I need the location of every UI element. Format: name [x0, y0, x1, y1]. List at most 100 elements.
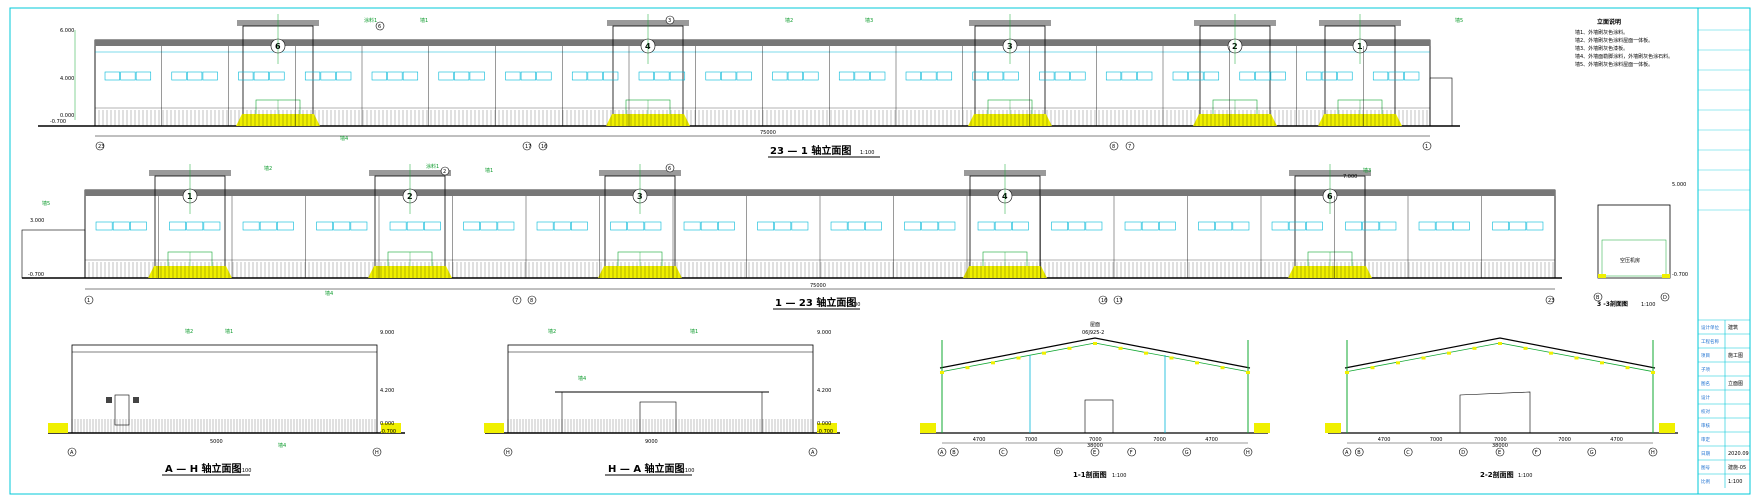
- v4-grid-right: [372, 447, 382, 457]
- v2-window: [1288, 221, 1306, 231]
- v4-elev-zero: 0.000: [380, 421, 394, 427]
- tb-row-value: 2020.09: [1728, 451, 1749, 457]
- v6-title: 1-1剖面图: [1073, 470, 1107, 479]
- v6-total-dim: 38000: [1087, 443, 1103, 449]
- v1-window: [438, 71, 454, 81]
- v2-mat-1: 涂料1: [426, 163, 439, 170]
- v1-elev-zero: 0.000: [60, 113, 74, 119]
- v1-window: [320, 71, 336, 81]
- v4-mat-1: 墙2: [185, 328, 193, 335]
- v2-window: [977, 221, 995, 231]
- v2-window: [95, 221, 113, 231]
- v6-purlin: [1195, 361, 1199, 365]
- tb-row-value: 建筑: [1728, 324, 1738, 331]
- v2-window: [536, 221, 554, 231]
- v1-grid-4: [1125, 141, 1135, 151]
- v2-window: [169, 221, 186, 231]
- v7-step-left: [1325, 423, 1341, 433]
- tb-row-label: 审核: [1701, 422, 1710, 429]
- v1-window: [921, 71, 937, 81]
- v2-piers: [84, 196, 1556, 278]
- v3-scale: 1:100: [1641, 302, 1655, 308]
- v1-window: [505, 71, 521, 81]
- v2-window: [700, 221, 718, 231]
- v1-entry-ramp: [236, 114, 320, 126]
- v1-window: [638, 71, 654, 81]
- v2-window: [1453, 221, 1470, 231]
- v4-plinth: [48, 419, 401, 433]
- note-2: 墙2、外墙刷灰色涂料屋面一体板。: [1575, 37, 1653, 44]
- v1-window: [1003, 71, 1019, 81]
- v6-step-right: [1254, 423, 1270, 433]
- v2-grid-3: [1098, 295, 1108, 305]
- v1-window: [870, 71, 886, 81]
- v1-window: [304, 71, 321, 81]
- v2-window: [1306, 221, 1323, 231]
- tb-row-value: 建施-05: [1728, 464, 1746, 471]
- v2-grid-4-label: 17: [1116, 298, 1122, 304]
- v3-grid-right-label: D: [1663, 295, 1667, 301]
- v2-grid-4: [1113, 295, 1123, 305]
- v5-grid-right: [808, 447, 818, 457]
- v7-title: 2-2剖面图: [1480, 470, 1514, 479]
- v1-window: [669, 71, 686, 81]
- v7-dim-1: 7000: [1430, 437, 1443, 443]
- v7-dim-4: 4700: [1610, 437, 1623, 443]
- v6-grid-7-label: H: [1246, 450, 1250, 456]
- v7-dim-2: 7000: [1494, 437, 1507, 443]
- v3-title: 3 -3剖面图: [1597, 300, 1628, 308]
- v1-window: [135, 71, 152, 81]
- v7-grid-5: [1532, 447, 1542, 457]
- v2-window: [1492, 221, 1509, 231]
- elevation-h-a: 9000 9.000 4.200 0.000 -0.700 墙2 墙1 墙4 H…: [484, 328, 840, 476]
- v1-window: [1054, 71, 1070, 81]
- v4-grid-left-label: A: [70, 450, 74, 456]
- v1-window: [536, 71, 552, 81]
- v2-window: [1124, 221, 1142, 231]
- tb-row-value: 1:100: [1728, 479, 1742, 485]
- tb-row-label: 日期: [1701, 451, 1710, 457]
- v1-grid-3-label: 8: [1112, 144, 1115, 150]
- v6-purlin: [1169, 356, 1174, 360]
- v2-window: [553, 221, 571, 231]
- tb-row-value: 施工图: [1728, 352, 1743, 359]
- v1-window: [238, 71, 254, 81]
- v2-window: [921, 221, 939, 231]
- v7-purlin: [1574, 356, 1579, 360]
- v4-base-step-left: [48, 423, 68, 433]
- v4-grid-right-label: H: [375, 450, 379, 456]
- v1-window: [772, 71, 788, 81]
- v3-elev-top: 5.000: [1672, 182, 1686, 188]
- v6-grid-1: [949, 447, 959, 457]
- v7-purlin: [1498, 342, 1502, 345]
- v1-window: [854, 71, 870, 81]
- tb-row-label: 设计: [1701, 394, 1710, 401]
- v1-window: [520, 71, 536, 81]
- v1-window: [1137, 71, 1153, 81]
- v2-window: [259, 221, 277, 231]
- v2-window: [186, 221, 204, 231]
- v2-grid-2: [527, 295, 537, 305]
- note-4: 墙4、外墙面勒脚涂料，外墙刷灰色涂石料。: [1575, 53, 1673, 60]
- v6-purlin: [965, 366, 970, 370]
- v1-window: [1404, 71, 1420, 81]
- v1-window: [936, 71, 953, 81]
- v1-scale: 1:100: [860, 150, 874, 156]
- v1-window: [1255, 71, 1271, 81]
- v1-window: [469, 71, 485, 81]
- v2-window: [389, 221, 407, 231]
- v2-callout-2: [665, 163, 675, 173]
- v6-dim-2: 7000: [1089, 437, 1102, 443]
- v5-elev-grade: -0.700: [817, 429, 833, 435]
- v2-window: [112, 221, 130, 231]
- v6-note: 屋面: [1090, 322, 1100, 328]
- v1-grid-2: [538, 141, 548, 151]
- v6-purlin: [991, 361, 995, 365]
- v2-window: [1141, 221, 1159, 231]
- notes-title: 立面说明: [1597, 18, 1621, 26]
- v2-window: [1232, 221, 1250, 231]
- v6-purlins: [920, 342, 1270, 433]
